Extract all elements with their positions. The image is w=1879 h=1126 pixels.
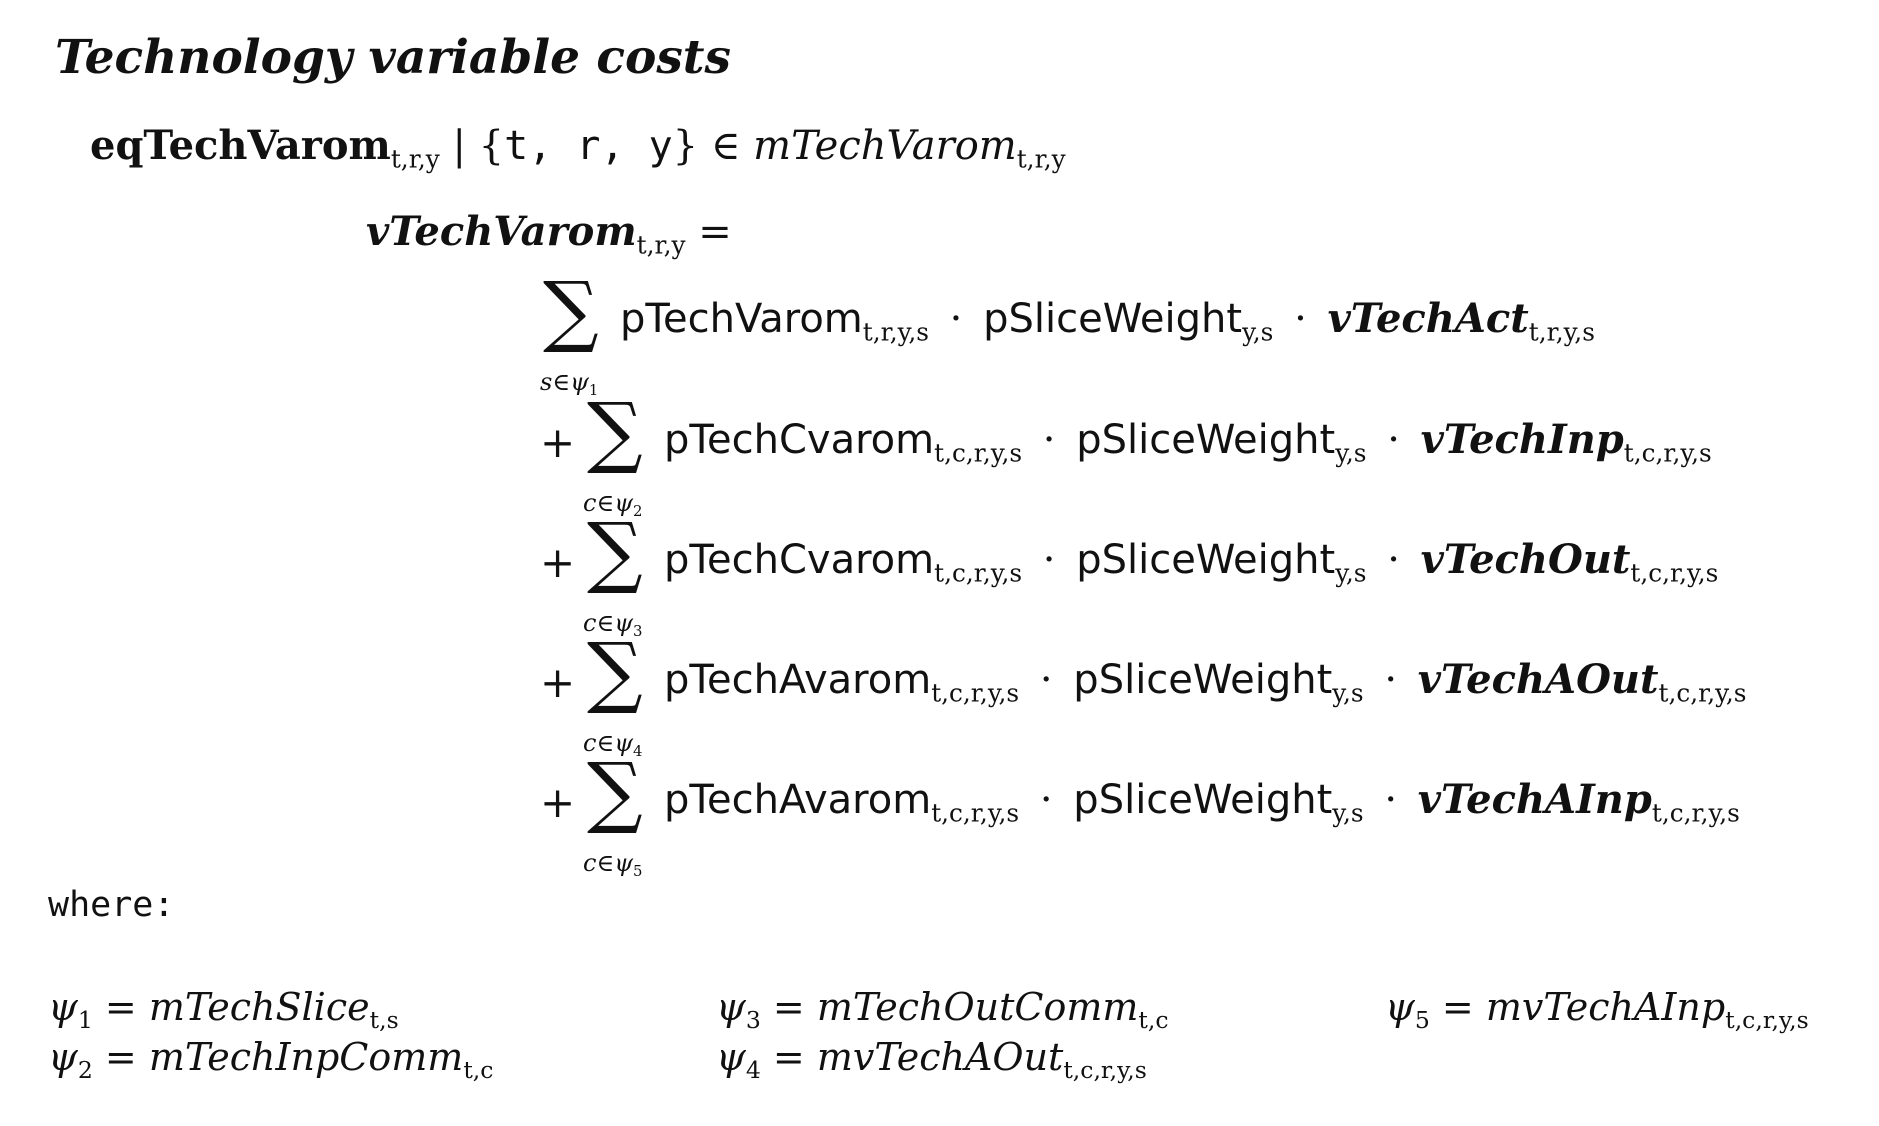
- dot-operator: ·: [1387, 417, 1400, 463]
- dot-operator: ·: [1042, 537, 1056, 583]
- dot-operator: ·: [1384, 777, 1398, 823]
- definition-psi-3: ψ3 = mTechOutCommt,c: [716, 985, 1169, 1035]
- equation-subscript: t,r,y: [390, 144, 440, 174]
- plus-sign: +: [540, 418, 576, 467]
- definition-psi-1: ψ1 = mTechSlicet,s: [48, 985, 399, 1035]
- dot-operator: ·: [1039, 777, 1053, 823]
- plus-sign: +: [540, 538, 576, 587]
- summation-index: s∈ψ1: [540, 368, 599, 400]
- definition-psi-2: ψ2 = mTechInpCommt,c: [48, 1035, 494, 1085]
- sum-term-3: + ∑ c∈ψ3 pTechCvaromt,c,r,y,s · pSliceWe…: [540, 513, 1860, 643]
- dot-operator: ·: [1039, 657, 1053, 703]
- element-of-symbol: ∈: [710, 123, 741, 169]
- parameter: pTechAvarom: [664, 657, 932, 703]
- sum-term-4: + ∑ c∈ψ4 pTechAvaromt,c,r,y,s · pSliceWe…: [540, 633, 1870, 763]
- sum-term-1: ∑ s∈ψ1 pTechVaromt,r,y,s · pSliceWeighty…: [540, 272, 1840, 402]
- equation-name: eqTechVarom: [90, 122, 391, 169]
- lhs-variable: vTechVarom: [366, 208, 637, 255]
- variable: vTechInp: [1420, 416, 1624, 463]
- condition-bar: |: [452, 123, 466, 169]
- set-close-brace: }: [672, 123, 699, 169]
- plus-sign: +: [540, 778, 576, 827]
- equals-sign: =: [698, 209, 732, 255]
- term-product: pTechVaromt,r,y,s · pSliceWeighty,s · vT…: [620, 295, 1595, 347]
- term-product: pTechAvaromt,c,r,y,s · pSliceWeighty,s ·…: [664, 776, 1740, 828]
- dot-operator: ·: [949, 296, 963, 342]
- sum-term-5: + ∑ c∈ψ5 pTechAvaromt,c,r,y,s · pSliceWe…: [540, 753, 1870, 883]
- variable: vTechAct: [1327, 295, 1529, 342]
- variable: vTechAOut: [1417, 656, 1659, 703]
- equation-lhs: vTechVaromt,r,y =: [366, 208, 732, 258]
- term-product: pTechAvaromt,c,r,y,s · pSliceWeighty,s ·…: [664, 656, 1747, 708]
- plus-sign: +: [540, 658, 576, 707]
- summation-symbol: ∑: [587, 627, 643, 717]
- equation-header: eqTechVaromt,r,y | {t, r, y} ∈ mTechVaro…: [90, 122, 1066, 172]
- definition-psi-4: ψ4 = mvTechAOutt,c,r,y,s: [716, 1035, 1147, 1085]
- sum-term-2: + ∑ c∈ψ2 pTechCvaromt,c,r,y,s · pSliceWe…: [540, 393, 1860, 523]
- summation-index: c∈ψ4: [583, 729, 643, 761]
- lhs-subscript: t,r,y: [636, 230, 686, 260]
- summation-symbol: ∑: [587, 387, 643, 477]
- variable: vTechAInp: [1417, 776, 1652, 823]
- slice-weight: pSliceWeight: [1073, 777, 1333, 823]
- parameter: pTechCvarom: [664, 537, 935, 583]
- summation-symbol: ∑: [543, 266, 599, 356]
- dot-operator: ·: [1042, 417, 1056, 463]
- term-product: pTechCvaromt,c,r,y,s · pSliceWeighty,s ·…: [664, 536, 1719, 588]
- slice-weight: pSliceWeight: [1073, 657, 1333, 703]
- domain-subscript: t,r,y: [1016, 144, 1066, 174]
- set-variables: t, r, y: [504, 123, 673, 169]
- summation-index: c∈ψ2: [583, 489, 643, 521]
- section-title: Technology variable costs: [55, 30, 731, 85]
- summation-index: c∈ψ5: [583, 849, 643, 881]
- slice-weight: pSliceWeight: [1076, 537, 1336, 583]
- summation-symbol: ∑: [587, 507, 643, 597]
- set-open-brace: {: [478, 123, 505, 169]
- domain-set: mTechVarom: [753, 123, 1017, 169]
- variable: vTechOut: [1420, 536, 1631, 583]
- parameter: pTechVarom: [620, 296, 863, 342]
- summation-index: c∈ψ3: [583, 609, 643, 641]
- slice-weight: pSliceWeight: [1076, 417, 1336, 463]
- definition-psi-5: ψ5 = mvTechAInpt,c,r,y,s: [1385, 985, 1809, 1035]
- dot-operator: ·: [1387, 537, 1400, 583]
- dot-operator: ·: [1384, 657, 1398, 703]
- parameter: pTechCvarom: [664, 417, 935, 463]
- slice-weight: pSliceWeight: [983, 296, 1243, 342]
- where-label: where:: [48, 885, 175, 925]
- summation-symbol: ∑: [587, 747, 643, 837]
- term-product: pTechCvaromt,c,r,y,s · pSliceWeighty,s ·…: [664, 416, 1712, 468]
- dot-operator: ·: [1294, 296, 1307, 342]
- parameter: pTechAvarom: [664, 777, 932, 823]
